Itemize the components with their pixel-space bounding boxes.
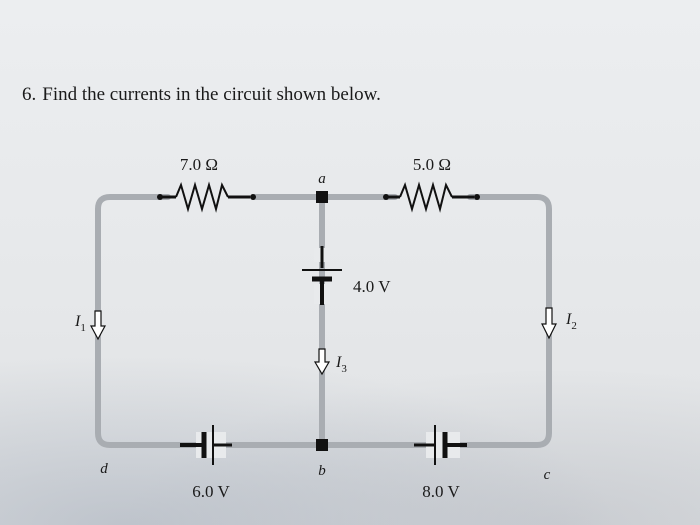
current-3-label: I3 xyxy=(335,354,347,375)
battery-right xyxy=(414,425,467,465)
battery-left-label: 6.0 V xyxy=(192,482,230,501)
node-d-label: d xyxy=(100,461,108,477)
battery-left xyxy=(180,425,232,465)
resistor-right xyxy=(383,181,480,213)
current-1-arrow xyxy=(89,310,107,341)
node-a-label: a xyxy=(318,171,326,187)
current-1-label: I1 xyxy=(74,313,86,334)
current-2-arrow xyxy=(541,307,557,340)
resistor-left xyxy=(157,181,256,213)
current-2-label: I2 xyxy=(565,311,577,332)
node-b-label: b xyxy=(318,463,326,479)
problem-text: Find the currents in the circuit shown b… xyxy=(42,84,381,105)
resistor-left-label: 7.0 Ω xyxy=(180,155,218,174)
battery-right-label: 8.0 V xyxy=(422,482,460,501)
battery-middle-label: 4.0 V xyxy=(353,277,391,296)
node-b-junction xyxy=(316,439,328,451)
problem-number: 6. xyxy=(22,84,37,105)
node-c-label: c xyxy=(544,467,551,483)
problem-statement: 6.Find the currents in the circuit shown… xyxy=(22,84,381,106)
node-a-junction xyxy=(316,191,328,203)
resistor-right-label: 5.0 Ω xyxy=(413,155,451,174)
battery-middle xyxy=(302,246,342,305)
current-3-arrow xyxy=(313,348,331,376)
